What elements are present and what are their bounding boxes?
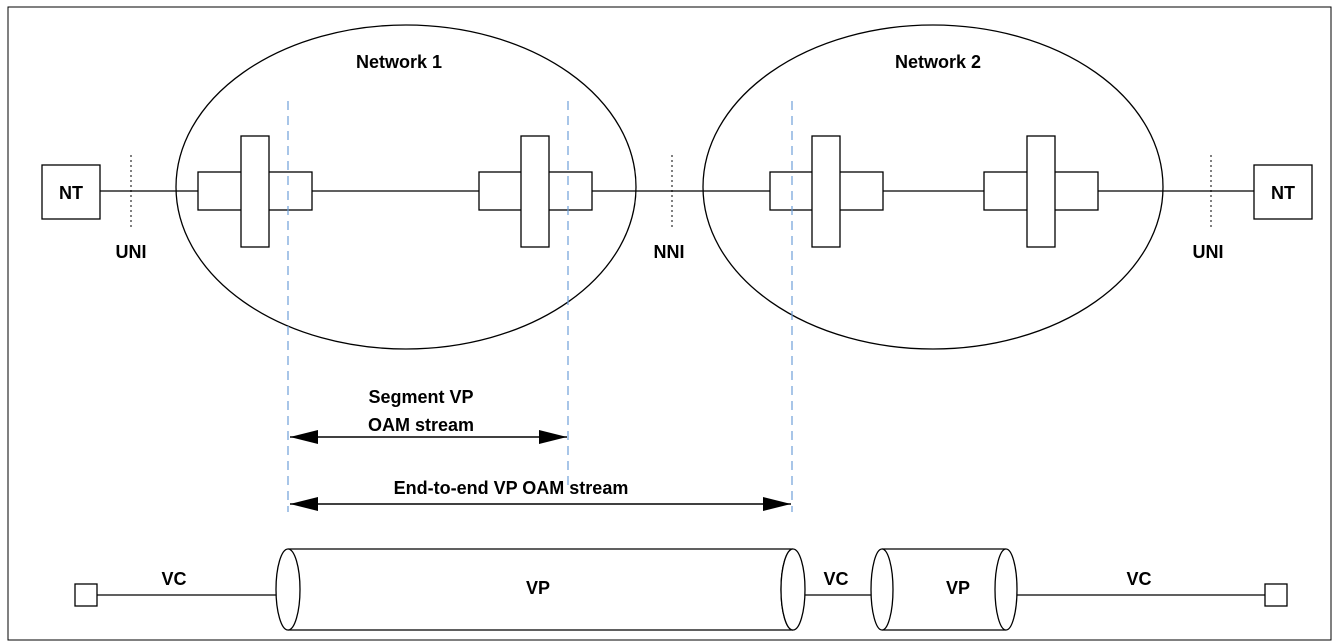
nni-label: NNI (654, 242, 685, 262)
uni-left-label: UNI (116, 242, 147, 262)
network-2-ellipse (702, 24, 1164, 350)
left-nt: NT (41, 164, 101, 220)
right-nt-label: NT (1271, 183, 1295, 203)
vc-middle-label: VC (823, 569, 848, 589)
uni-right-label: UNI (1193, 242, 1224, 262)
vp-main-cylinder (275, 548, 806, 631)
switch-network2-a (769, 135, 884, 248)
left-endpoint-square (74, 583, 98, 607)
vp-main-label: VP (526, 578, 550, 598)
end-to-end-stream-label: End-to-end VP OAM stream (394, 478, 629, 498)
vp-second-label: VP (946, 578, 970, 598)
segment-stream-label-line2: OAM stream (368, 415, 474, 435)
segment-stream-label-line1: Segment VP (368, 387, 473, 407)
network-2-label: Network 2 (895, 52, 981, 72)
left-nt-label: NT (59, 183, 83, 203)
right-nt: NT (1253, 164, 1313, 220)
vc-right-label: VC (1126, 569, 1151, 589)
switch-network1-a (197, 135, 313, 248)
right-endpoint-square (1264, 583, 1288, 607)
vp-second-cylinder (870, 548, 1018, 631)
switch-network1-b (478, 135, 593, 248)
network-1-ellipse (175, 24, 637, 350)
diagram-frame (7, 6, 1332, 641)
network-1-label: Network 1 (356, 52, 442, 72)
switch-network2-b (983, 135, 1099, 248)
vc-left-label: VC (161, 569, 186, 589)
